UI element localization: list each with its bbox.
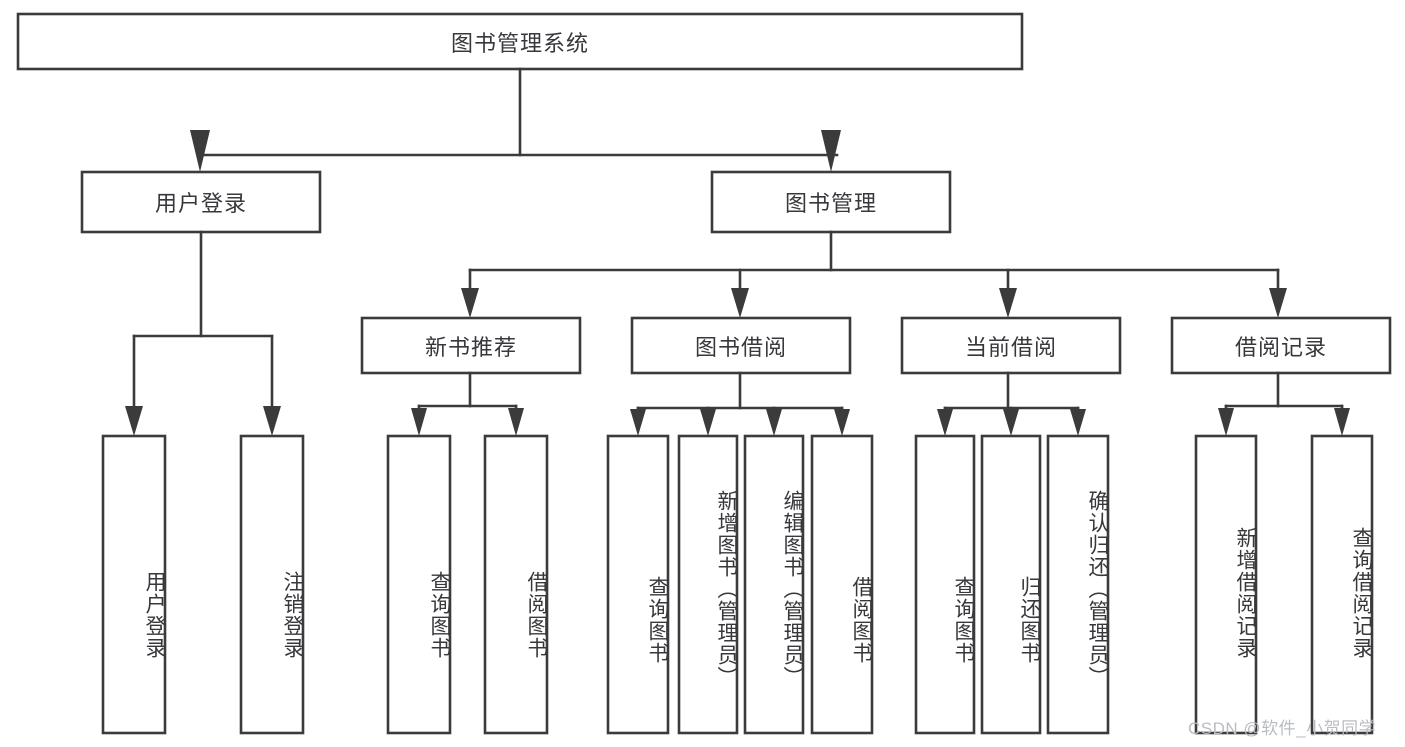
arrowhead-leaf-query-book-3: [937, 409, 953, 436]
arrowhead-leaf-user-login: [125, 406, 143, 436]
csdn-watermark: CSDN @软件_小贺同学: [1188, 719, 1377, 738]
node-current-borrow-box[interactable]: [900, 316, 1122, 375]
arrowhead-borrow-record: [1269, 288, 1287, 318]
node-leaf-query-borrow-record-box[interactable]: [1310, 434, 1374, 735]
arrowhead-leaf-query-borrow-record: [1334, 408, 1350, 436]
node-borrow-record-box[interactable]: [1170, 316, 1392, 375]
node-leaf-add-book-admin-box[interactable]: [677, 434, 739, 735]
arrowhead-leaf-query-book-2: [630, 409, 646, 436]
arrowhead-book-manage: [821, 130, 841, 172]
node-leaf-edit-book-admin-box[interactable]: [743, 434, 805, 735]
arrowhead-leaf-add-borrow-record: [1218, 408, 1234, 436]
node-root-box[interactable]: [16, 12, 1024, 71]
arrowhead-new-book-recommend: [461, 288, 479, 318]
node-leaf-query-book-3-box[interactable]: [914, 434, 976, 735]
node-leaf-borrow-book-2-box[interactable]: [810, 434, 874, 735]
node-book-manage-box[interactable]: [710, 170, 952, 234]
arrowhead-leaf-borrow-book-1: [508, 408, 524, 436]
node-user-login-box[interactable]: [80, 170, 322, 234]
arrowhead-leaf-logout-login: [263, 406, 281, 436]
node-new-book-recommend-box[interactable]: [360, 316, 582, 375]
node-leaf-logout-login-box[interactable]: [239, 434, 305, 735]
arrowhead-leaf-borrow-book-2: [834, 409, 850, 436]
node-book-borrow-box[interactable]: [630, 316, 852, 375]
node-leaf-return-book-box[interactable]: [980, 434, 1042, 735]
node-leaf-add-borrow-record-box[interactable]: [1194, 434, 1258, 735]
node-leaf-query-book-1-box[interactable]: [386, 434, 452, 735]
node-leaf-user-login-box[interactable]: [101, 434, 167, 735]
node-leaf-borrow-book-1-box[interactable]: [483, 434, 549, 735]
arrowhead-book-borrow: [731, 288, 749, 318]
arrowhead-current-borrow: [999, 288, 1017, 318]
node-leaf-confirm-return-admin-box[interactable]: [1046, 434, 1110, 735]
node-leaf-query-book-2-box[interactable]: [606, 434, 670, 735]
arrowhead-leaf-return-book: [1003, 409, 1019, 436]
arrowhead-leaf-query-book-1: [411, 408, 427, 436]
arrowhead-leaf-confirm-return-admin: [1070, 409, 1086, 436]
arrowhead-leaf-edit-book-admin: [766, 409, 782, 436]
arrowhead-user-login: [190, 130, 210, 172]
arrowhead-leaf-add-book-admin: [700, 409, 716, 436]
